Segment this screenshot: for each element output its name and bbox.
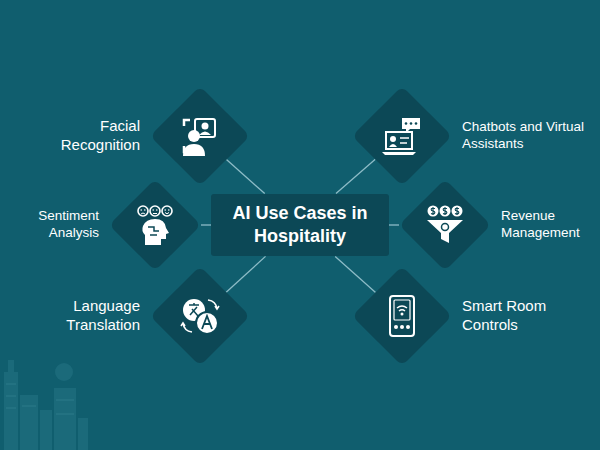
use-case-icon xyxy=(390,296,414,336)
use-case-diamond: Revenue Management xyxy=(399,179,491,271)
diamond-shape xyxy=(352,86,452,186)
use-case-diamond: Sentiment Analysis xyxy=(109,179,201,271)
use-case-label: Sentiment Analysis xyxy=(0,208,99,242)
use-case-icon xyxy=(181,299,219,334)
use-case-icon xyxy=(183,119,215,156)
connector-line xyxy=(335,256,375,292)
use-case-diamond: Facial Recognition xyxy=(150,86,250,186)
connector-line xyxy=(336,159,375,193)
connector-line xyxy=(201,224,211,225)
use-case-label: Language Translation xyxy=(40,297,140,335)
use-case-icon xyxy=(382,118,420,155)
diamond-shape xyxy=(150,266,250,366)
central-topic-box: AI Use Cases in Hospitality xyxy=(211,194,389,257)
use-case-label: Chatbots and Virtual Assistants xyxy=(462,119,598,153)
diamond-shape xyxy=(109,179,201,271)
connector-line xyxy=(226,160,264,194)
central-title: AI Use Cases in Hospitality xyxy=(225,202,375,249)
diamond-shape xyxy=(150,86,250,186)
use-case-label: Facial Recognition xyxy=(40,117,140,155)
use-case-diamond: Smart Room Controls xyxy=(352,266,452,366)
use-case-icon xyxy=(427,206,463,244)
use-case-diamond: Language Translation xyxy=(150,266,250,366)
use-case-label: Smart Room Controls xyxy=(462,297,562,335)
diamond-shape xyxy=(399,179,491,271)
use-case-diamond: Chatbots and Virtual Assistants xyxy=(352,86,452,186)
use-case-icon xyxy=(138,206,172,245)
connector-line xyxy=(226,256,265,292)
diamond-shape xyxy=(352,266,452,366)
connector-line xyxy=(389,224,399,225)
use-case-label: Revenue Management xyxy=(501,208,600,242)
